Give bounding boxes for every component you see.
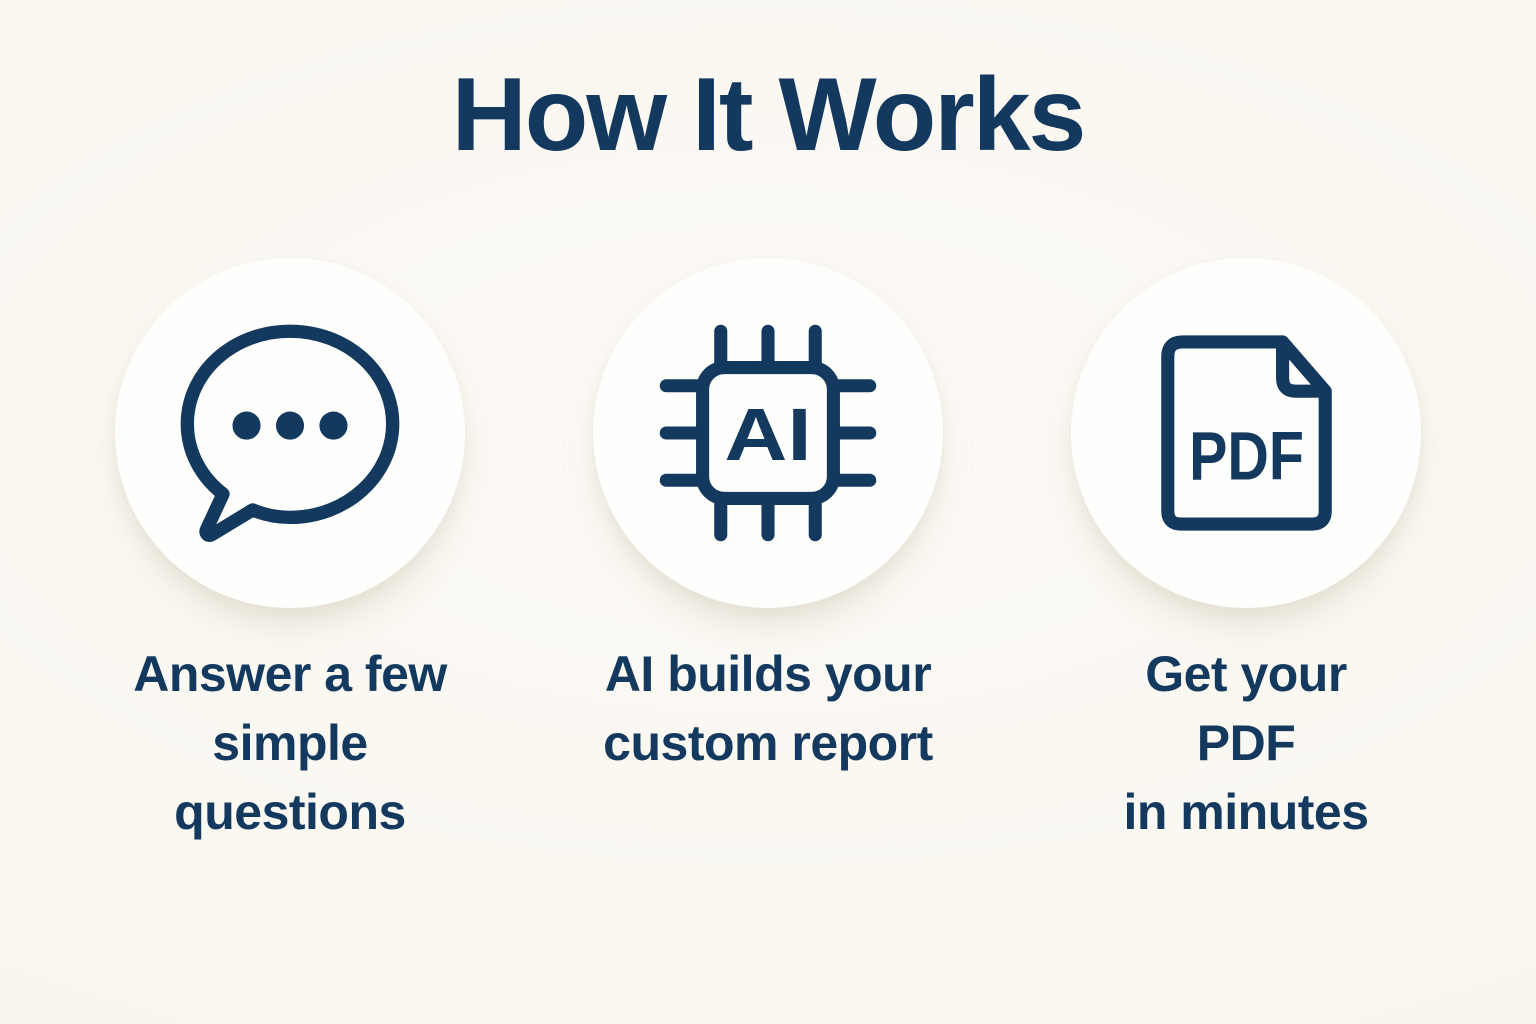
step-caption: Get your PDF in minutes	[1123, 645, 1369, 840]
step-caption: Answer a few simple questions	[133, 645, 447, 840]
step-caption: AI builds your custom report	[603, 645, 933, 771]
steps-row: Answer a few simple questions	[0, 257, 1536, 847]
step-get-pdf: PDF Get your PDF in minutes	[1054, 257, 1438, 847]
icon-circle	[115, 257, 465, 608]
pdf-document-icon: PDF	[1160, 334, 1332, 531]
pdf-label: PDF	[1189, 417, 1304, 494]
step-answer-questions: Answer a few simple questions	[98, 257, 482, 847]
chat-bubble-icon	[180, 324, 400, 542]
chip-ai-label: AI	[724, 393, 811, 476]
icon-circle: PDF	[1071, 257, 1421, 608]
step-ai-builds-report: AI AI builds your custom report	[576, 257, 960, 847]
icon-circle: AI	[593, 257, 943, 608]
ai-chip-icon: AI	[659, 324, 877, 541]
page-title: How It Works	[451, 57, 1087, 173]
